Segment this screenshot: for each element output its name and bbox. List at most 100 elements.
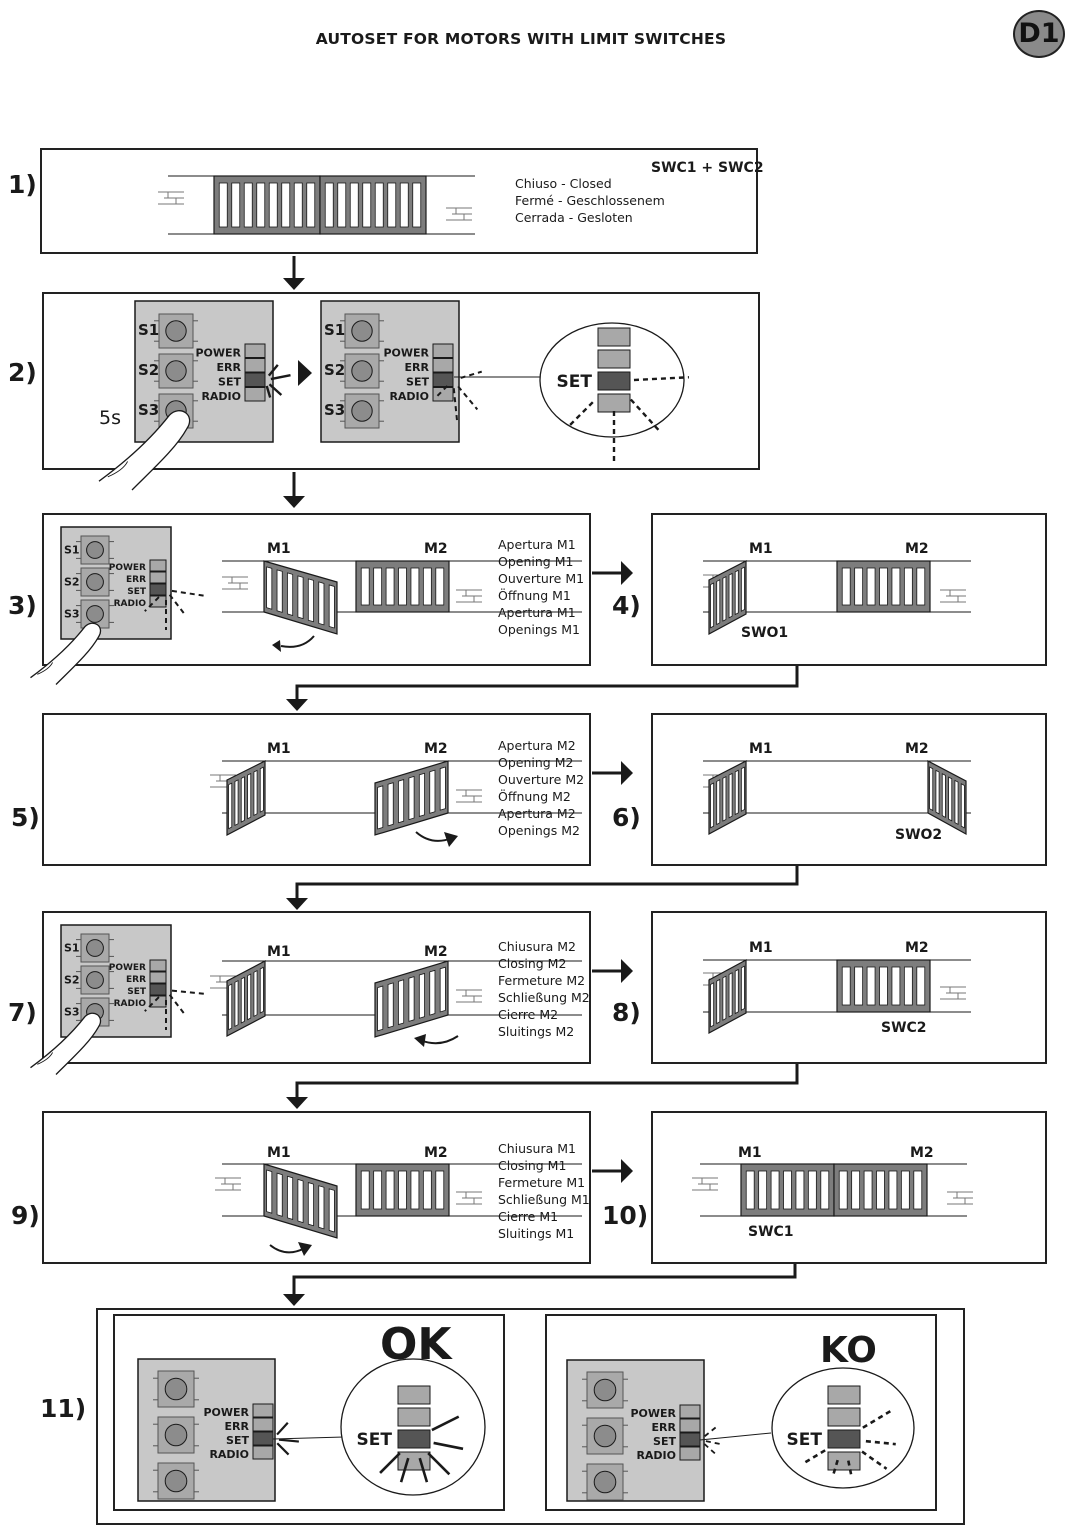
gate-leaf-open (226, 760, 266, 836)
led-blink-ray (144, 596, 160, 612)
instruction-line: Closing M1 (498, 1158, 567, 1173)
instruction-line: Fermeture M1 (498, 1175, 586, 1190)
led-blink-ray (171, 589, 206, 597)
led-blink-ray (265, 385, 272, 398)
button-label: S1 (64, 543, 80, 556)
gate-leaf-open (708, 560, 747, 636)
button-label: S3 (324, 401, 345, 419)
instruction-line: Schließung M1 (498, 1192, 590, 1207)
right-arrow-icon (621, 561, 633, 585)
led-blink-ray (832, 1459, 839, 1474)
motor-label-m2: M2 (424, 541, 448, 557)
button-cap (593, 1378, 617, 1402)
wall-icon (446, 207, 472, 221)
motor-label-m2: M2 (905, 541, 929, 557)
led-indicator (149, 971, 167, 984)
led-indicator (252, 1403, 274, 1418)
gate-leaf (836, 959, 931, 1013)
led-blink-ray (435, 385, 449, 398)
motor-label-m2: M2 (905, 741, 929, 757)
instruction-line: Chiusura M1 (498, 1141, 576, 1156)
gate-leaf-open (374, 960, 449, 1038)
right-arrow-icon (621, 1159, 633, 1183)
finger-icon (30, 622, 102, 685)
instruction-line: Apertura M1 (498, 605, 576, 620)
motor-label-m1: M1 (267, 1145, 291, 1161)
led-label: SET (127, 587, 147, 597)
push-button (157, 1370, 195, 1408)
instruction-line: Apertura M1 (498, 537, 576, 552)
wall-icon (456, 1191, 482, 1205)
arc-arrow-icon (444, 832, 458, 847)
down-arrow-icon (286, 1097, 308, 1109)
led-blink-ray (278, 1438, 299, 1443)
instruction-line: Fermeture M2 (498, 973, 586, 988)
instruction-line: Apertura M2 (498, 806, 576, 821)
instruction-line: Openings M1 (498, 622, 580, 637)
led-label: SET (653, 1435, 676, 1448)
led-label: SET (406, 375, 429, 388)
led-indicator (244, 343, 266, 358)
led-blink-ray (704, 1426, 717, 1437)
led-blink-ray (452, 388, 459, 423)
button-label: S1 (64, 941, 80, 954)
step-number-2: 2) (8, 358, 37, 387)
down-arrow-icon (286, 898, 308, 910)
limit-switch-label: SWO2 (895, 827, 943, 843)
led-label: RADIO (209, 1448, 249, 1461)
button-cap (164, 1423, 188, 1447)
motion-arc (419, 1035, 459, 1045)
page-badge: D1 (1013, 10, 1065, 58)
gate-leaf-open (226, 960, 266, 1037)
button-cap (593, 1470, 617, 1494)
led-blink-ray (861, 1450, 888, 1470)
led-indicator (244, 358, 266, 373)
motor-label-m1: M1 (738, 1145, 762, 1161)
led-block (397, 1385, 431, 1405)
wall-icon (456, 789, 482, 803)
button-label: S2 (64, 973, 80, 986)
leader-line (699, 1432, 772, 1441)
led-label: RADIO (389, 390, 429, 403)
led-label: SET (127, 987, 147, 997)
led-blink-ray (276, 1442, 290, 1456)
gate-leaf (355, 560, 450, 613)
motor-label-m2: M2 (910, 1145, 934, 1161)
button-label: S1 (138, 321, 159, 339)
instruction-line: Schließung M2 (498, 990, 590, 1005)
led-label: RADIO (201, 390, 241, 403)
down-arrow-icon (286, 699, 308, 711)
led-block (597, 327, 631, 347)
down-arrow-icon (283, 278, 305, 290)
arc-arrow-icon (298, 1242, 312, 1256)
led-indicator (432, 387, 454, 402)
led-indicator (679, 1432, 701, 1447)
limit-switch-label: SWC2 (881, 1020, 927, 1036)
flow-connector (292, 1264, 797, 1298)
button-cap (164, 1469, 188, 1493)
led-block (827, 1407, 861, 1427)
button-cap (351, 320, 373, 342)
instruction-line: Ouverture M1 (498, 571, 585, 586)
led-blink-ray (270, 373, 291, 381)
motor-label-m1: M1 (749, 741, 773, 757)
led-indicator (432, 372, 454, 387)
instruction-line: Ouverture M2 (498, 772, 585, 787)
status-line: Fermé - Geschlossenem (515, 193, 665, 208)
motor-label-m1: M1 (267, 541, 291, 557)
led-blink-ray (168, 594, 186, 615)
motor-label-m1: M1 (267, 944, 291, 960)
led-blink-ray (847, 1460, 853, 1475)
motor-label-m1: M1 (749, 940, 773, 956)
right-arrow-icon (621, 959, 633, 983)
led-blink-ray (433, 1441, 464, 1451)
button-label: S2 (64, 575, 80, 588)
led-blink-ray (865, 1439, 896, 1446)
step-number-6: 6) (612, 803, 641, 832)
instruction-line: Chiusura M2 (498, 939, 576, 954)
hold-time-label: 5s (99, 407, 121, 429)
instruction-line: Cierre M1 (498, 1209, 559, 1224)
